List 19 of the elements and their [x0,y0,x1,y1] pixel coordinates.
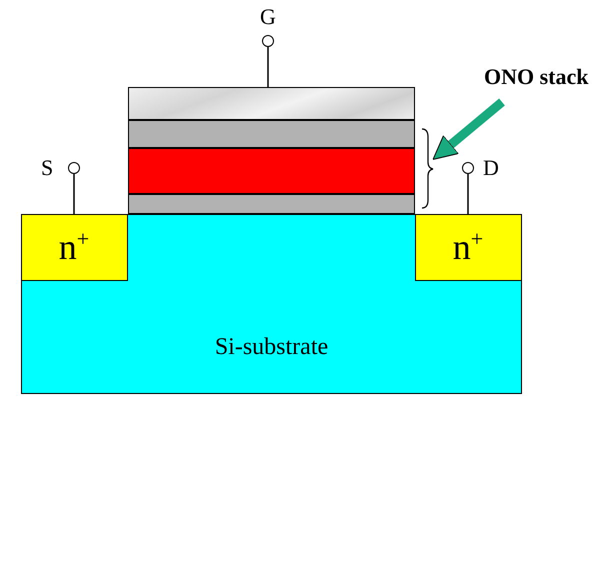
callout-text: ONO stack [484,64,590,90]
terminal-label: S [41,157,54,179]
arrow [432,98,505,160]
gate-layer [128,87,415,120]
doping-label: n$^{+}$ [58,228,90,264]
terminal-label: G [260,6,276,28]
terminal-lead [267,47,269,87]
terminal-lead [73,174,75,214]
doping-label: n$^{+}$ [452,228,484,264]
oxide-layer [128,120,415,148]
n-plus-region [20,214,128,280]
oxide-layer [128,194,415,214]
terminal-label: D [483,157,499,179]
n-plus-region [414,214,522,280]
substrate-block [21,214,522,394]
terminal-lead [467,174,469,214]
curly-brace [420,128,436,210]
substrate-label: Si-substrate [214,334,330,361]
nitride-layer [128,148,415,194]
